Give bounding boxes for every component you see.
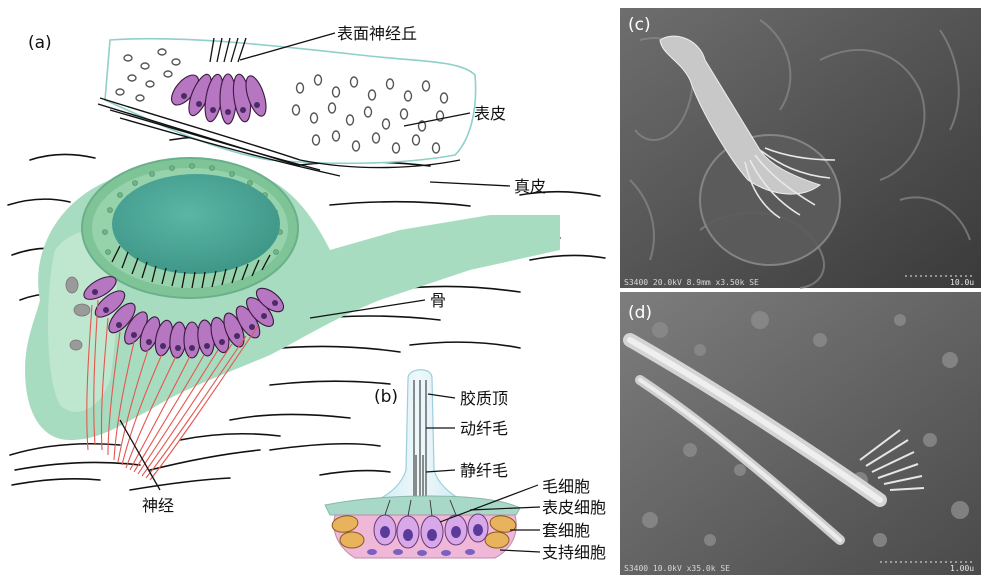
label-nerve: 神经 xyxy=(142,496,174,515)
epidermis xyxy=(105,39,476,164)
label-stereocilia: 静纤毛 xyxy=(460,461,508,480)
sem-d-scale: 1.00u xyxy=(950,564,974,573)
epidermal-layer xyxy=(325,496,520,515)
label-epidermal-cell: 表皮细胞 xyxy=(542,498,606,517)
label-hair-cell: 毛细胞 xyxy=(542,477,590,496)
panel-b-letter: (b) xyxy=(374,387,398,407)
sem-c-caption: S3400 20.0kV 8.9mm x3.50k SE xyxy=(624,278,759,287)
label-neuromast: 表面神经丘 xyxy=(337,24,417,43)
label-epidermis: 表皮 xyxy=(474,104,506,123)
sem-d-caption: S3400 10.0kV x35.0k SE xyxy=(624,564,730,573)
panel-c-letter: (c) xyxy=(628,15,651,35)
sem-c-cell-mound xyxy=(700,135,840,265)
panel-d-letter: (d) xyxy=(628,303,652,323)
label-dermis: 真皮 xyxy=(514,177,546,196)
sem-c-scale: 10.0u xyxy=(950,278,974,287)
panel-a-letter: (a) xyxy=(28,33,52,53)
label-kinocilium: 动纤毛 xyxy=(460,419,508,438)
label-mantle-cell: 套细胞 xyxy=(542,521,590,540)
label-cupula: 胶质顶 xyxy=(460,389,508,408)
panel-a: (a) xyxy=(8,24,605,515)
panel-b: (b) xyxy=(325,370,606,562)
panel-c: (c) S3400 20.0kV 8.9mm x3.50k SE 10.0u xyxy=(620,8,981,288)
label-supporting-cell: 支持细胞 xyxy=(542,543,606,562)
panel-d: (d) S3400 10.0kV x35.0k SE 1.00u xyxy=(620,292,981,575)
sem-image-d xyxy=(620,292,981,575)
label-bone: 骨 xyxy=(430,291,446,310)
